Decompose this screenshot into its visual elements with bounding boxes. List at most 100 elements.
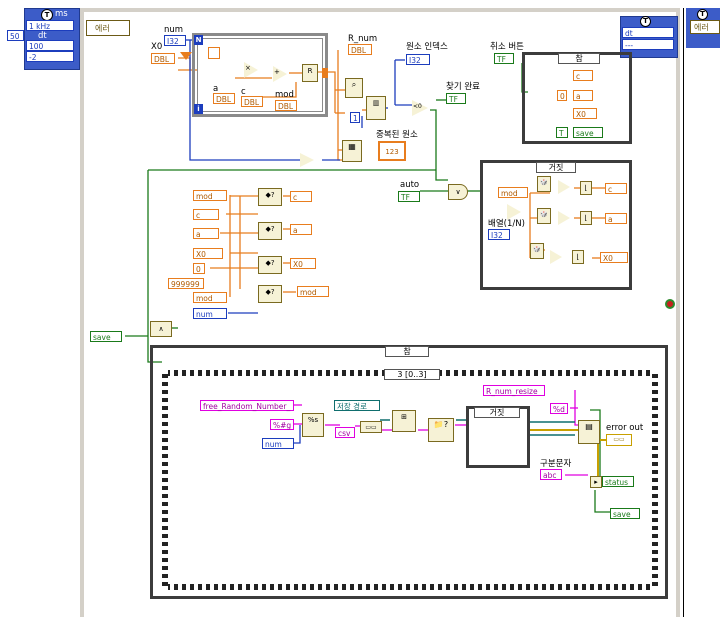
mod-local-in: mod (193, 190, 227, 201)
num-local-in: num (193, 308, 227, 319)
r-num-indicator[interactable]: DBL (348, 44, 372, 55)
a-label: a (213, 84, 219, 94)
constant-1[interactable]: 1 (350, 112, 360, 123)
right-value-node[interactable]: --- (622, 39, 674, 50)
c-label: c (241, 87, 246, 97)
array-n-control[interactable]: I32 (488, 229, 510, 240)
random-number-node-2[interactable]: 🎲 (537, 208, 551, 224)
write-spreadsheet-node[interactable]: ▤ (578, 420, 600, 444)
random-number-node-1[interactable]: 🎲 (537, 176, 551, 192)
case-true-save-out: save (573, 127, 603, 138)
select-node-4[interactable]: ◆? (258, 285, 282, 303)
multiply-node-3[interactable] (558, 180, 570, 194)
element-index-indicator[interactable]: I32 (406, 54, 430, 65)
case-false-selector[interactable]: 거짓 (536, 162, 576, 173)
and-gate-node[interactable]: ∧ (150, 321, 172, 337)
select-node-3[interactable]: ◆? (258, 256, 282, 274)
separator-control[interactable]: abc (540, 469, 562, 480)
decrement-node[interactable] (300, 153, 314, 167)
round-node-1[interactable]: ⌊ (580, 181, 592, 195)
value-minus2-node[interactable]: -2 (26, 51, 74, 62)
random-number-node-3[interactable]: 🎲 (530, 243, 544, 259)
concat-path-node[interactable]: ⊞ (392, 410, 416, 432)
round-node-2[interactable]: ⌊ (580, 211, 592, 225)
shift-register-left[interactable] (208, 47, 220, 59)
unbundle-node[interactable]: ▸ (590, 476, 602, 488)
build-array-node[interactable]: ▦ (342, 140, 362, 162)
r-num-label: R_num (348, 34, 378, 44)
freq-node[interactable]: 1 kHz (26, 20, 74, 31)
right-clock-icon: T (640, 16, 651, 27)
element-index-label: 원소 인덱스 (406, 42, 448, 52)
zero-constant[interactable]: 0 (193, 263, 205, 274)
case-true-zero[interactable]: 0 (557, 90, 567, 101)
multiply-node-5[interactable] (550, 250, 562, 264)
fmt-g-constant[interactable]: %#g (270, 419, 294, 430)
found-done-label: 찾기 완료 (446, 82, 480, 92)
right-error-icon: T (697, 9, 708, 20)
outer-frame-top (80, 8, 680, 12)
fmt-d-constant[interactable]: %d (550, 403, 568, 414)
x0-control[interactable]: DBL (151, 53, 175, 64)
duplicate-label: 중복된 원소 (376, 130, 418, 140)
error-cluster-right[interactable]: 에러 (690, 20, 720, 34)
big-constant[interactable]: 999999 (168, 278, 204, 289)
round-node-3[interactable]: ⌊ (572, 250, 584, 264)
format-into-string-node[interactable]: %s (302, 413, 324, 437)
add-symbol: + (274, 68, 280, 76)
c-local-out: c (290, 191, 312, 202)
a-control[interactable]: DBL (213, 93, 235, 104)
value-100-node[interactable]: 100 (26, 40, 74, 51)
case-true-c-out: c (573, 70, 593, 81)
sequence-selector[interactable]: 3 [0..3] (384, 369, 440, 380)
multiply-node-4[interactable] (558, 211, 570, 225)
case-true-x0-out: X0 (573, 108, 597, 119)
less-zero-symbol: <0 (413, 103, 422, 110)
select-node-1[interactable]: ◆? (258, 188, 282, 206)
found-done-indicator[interactable]: TF (446, 93, 466, 104)
add-node[interactable] (273, 66, 287, 82)
bottom-case-selector[interactable]: 참 (385, 346, 429, 357)
csv-constant[interactable]: csv (335, 427, 355, 438)
array-subset-node[interactable]: ▥ (366, 96, 386, 120)
shift-register-icon (180, 52, 192, 60)
duplicate-indicator[interactable]: 123 (378, 141, 406, 161)
search-array-node[interactable]: ⌕ (345, 78, 363, 98)
auto-label: auto (400, 180, 420, 190)
error-cluster-left[interactable]: 에러 (86, 20, 130, 36)
case-false-x0-out: X0 (600, 252, 628, 263)
case-false-mod-in: mod (498, 187, 528, 198)
quotient-remainder-node[interactable]: R (302, 64, 318, 82)
case-true-a-out: a (573, 90, 593, 101)
num-control[interactable]: I32 (164, 35, 186, 46)
sequence-bottom-film (162, 584, 658, 590)
bottom-case-structure[interactable] (150, 345, 668, 599)
shift-register-right[interactable] (322, 68, 328, 78)
error-out-indicator[interactable]: ▭▭ (606, 434, 632, 446)
build-path-node[interactable]: ▭▭ (360, 421, 382, 433)
case-true-selector[interactable]: 참 (558, 53, 600, 64)
select-node-2[interactable]: ◆? (258, 222, 282, 240)
less-than-zero-node[interactable] (412, 100, 428, 116)
mod-control[interactable]: DBL (275, 100, 297, 111)
right-dt-node[interactable]: dt (622, 27, 674, 38)
input-50-node[interactable]: 50 (7, 30, 24, 41)
case-true-tf-const[interactable]: T (556, 127, 568, 138)
sequence-left-film (162, 370, 168, 590)
multiply-node-2[interactable] (507, 204, 521, 220)
case-false-structure[interactable] (480, 160, 632, 290)
auto-control[interactable]: TF (398, 191, 420, 202)
stop-button-icon[interactable] (665, 299, 675, 309)
inner-case-selector[interactable]: 거짓 (474, 407, 520, 418)
file-exists-node[interactable]: 📁? (428, 418, 454, 442)
c-control[interactable]: DBL (241, 96, 263, 107)
multiply-node[interactable] (244, 62, 258, 78)
loop-count-terminal[interactable]: N (194, 35, 203, 45)
num-label: num (164, 25, 184, 35)
free-random-constant[interactable]: free_Random_Number_ (200, 400, 294, 411)
save-local-in: save (90, 331, 122, 342)
cancel-button-control[interactable]: TF (494, 53, 514, 64)
x0-local-out: X0 (290, 258, 316, 269)
outer-frame-right (676, 8, 680, 617)
or-gate-node[interactable]: ∨ (448, 184, 468, 200)
